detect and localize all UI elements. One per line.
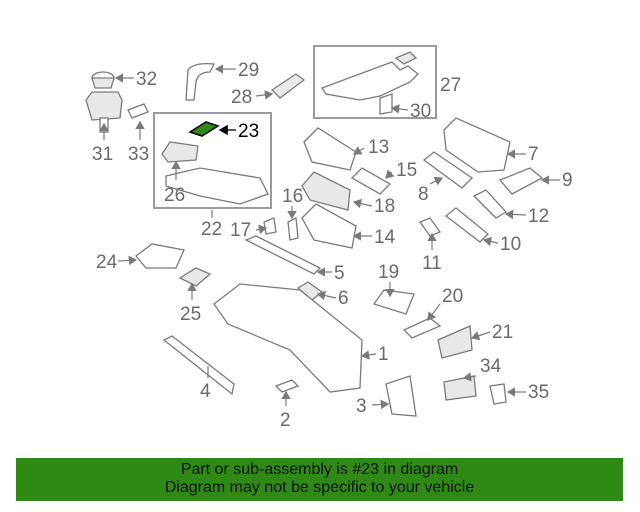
- sub-assembly-box-22: [153, 112, 272, 209]
- part-24-bracket[interactable]: [135, 243, 185, 269]
- parts-diagram: 32 31 33 29 28 27 30 23 26 22 13 15 16 1…: [85, 45, 573, 431]
- callout-13: 13: [368, 137, 389, 158]
- info-banner: Part or sub-assembly is #23 in diagram D…: [16, 458, 623, 501]
- callout-28: 28: [231, 87, 252, 108]
- callout-26: 26: [164, 185, 185, 206]
- callout-9: 9: [562, 170, 573, 191]
- part-20-panel[interactable]: [402, 317, 442, 339]
- callout-31: 31: [92, 144, 113, 165]
- callout-34: 34: [480, 356, 502, 377]
- part-22-console-panel[interactable]: [165, 167, 269, 205]
- callout-17: 17: [230, 220, 251, 241]
- part-25-holder[interactable]: [178, 267, 212, 287]
- part-10-bracket[interactable]: [444, 207, 489, 243]
- part-26-tray[interactable]: [161, 141, 199, 163]
- callout-group: 32 31 33 29 28 27 30 23 26 22 13 15 16 1…: [92, 60, 573, 431]
- callout-7: 7: [528, 144, 539, 165]
- callout-20: 20: [442, 286, 463, 307]
- part-28-handle[interactable]: [270, 73, 306, 99]
- callout-8: 8: [418, 184, 429, 205]
- part-30-bracket[interactable]: [379, 93, 393, 115]
- part-9-pad[interactable]: [498, 167, 544, 195]
- part-12-bracket[interactable]: [472, 189, 508, 219]
- part-27-parking-brake-assembly[interactable]: [321, 51, 419, 101]
- callout-35: 35: [528, 382, 549, 403]
- callout-11: 11: [422, 253, 442, 274]
- sub-assembly-box-27: [313, 45, 437, 119]
- part-19-bezel[interactable]: [372, 289, 415, 315]
- part-17-clip[interactable]: [263, 217, 277, 235]
- callout-19: 19: [378, 262, 399, 283]
- part-15-pad[interactable]: [350, 167, 392, 195]
- callout-14: 14: [374, 227, 396, 248]
- callout-22: 22: [201, 219, 222, 240]
- callout-24: 24: [96, 252, 118, 273]
- part-4-trim[interactable]: [162, 335, 235, 396]
- part-21-control-unit[interactable]: [437, 325, 473, 359]
- part-13-lid[interactable]: [303, 127, 357, 171]
- callout-33: 33: [128, 144, 149, 165]
- callout-27: 27: [440, 75, 461, 96]
- callout-1: 1: [378, 344, 389, 365]
- callout-21: 21: [492, 322, 513, 343]
- callout-18: 18: [374, 196, 395, 217]
- banner-line-disclaimer: Diagram may not be specific to your vehi…: [164, 479, 475, 496]
- callout-30: 30: [410, 101, 431, 122]
- callout-12: 12: [528, 206, 549, 227]
- callout-25: 25: [180, 304, 201, 325]
- callout-3: 3: [356, 396, 367, 417]
- part-8-pad[interactable]: [422, 151, 474, 189]
- banner-line-part-info: Part or sub-assembly is #23 in diagram: [180, 461, 459, 478]
- part-23-highlighted[interactable]: [188, 121, 220, 137]
- callout-5: 5: [334, 263, 345, 284]
- callout-4: 4: [200, 381, 211, 402]
- part-33-cover[interactable]: [127, 103, 149, 119]
- part-1-center-console[interactable]: [213, 283, 363, 393]
- callout-10: 10: [500, 234, 521, 255]
- part-3-bracket[interactable]: [385, 375, 417, 417]
- exploded-view: 32 31 33 29 28 27 30 23 26 22 13 15 16 1…: [85, 45, 573, 431]
- part-32-shift-knob[interactable]: [91, 71, 115, 89]
- callout-29: 29: [238, 60, 259, 81]
- callout-15: 15: [396, 160, 417, 181]
- part-5-trim-strip[interactable]: [244, 235, 322, 275]
- callout-6: 6: [338, 288, 349, 309]
- part-11-clip[interactable]: [418, 217, 442, 237]
- part-34-module[interactable]: [443, 375, 477, 401]
- part-2-cover[interactable]: [274, 379, 300, 393]
- part-16-clip[interactable]: [287, 216, 299, 241]
- part-29-lever[interactable]: [185, 62, 216, 101]
- callout-32: 32: [136, 69, 157, 90]
- part-7-armrest[interactable]: [443, 117, 511, 173]
- part-18-bin[interactable]: [301, 171, 351, 211]
- part-35-sensor[interactable]: [489, 383, 507, 405]
- callout-23-highlighted: 23: [238, 121, 259, 142]
- callout-16: 16: [282, 186, 303, 207]
- callout-2: 2: [280, 410, 291, 431]
